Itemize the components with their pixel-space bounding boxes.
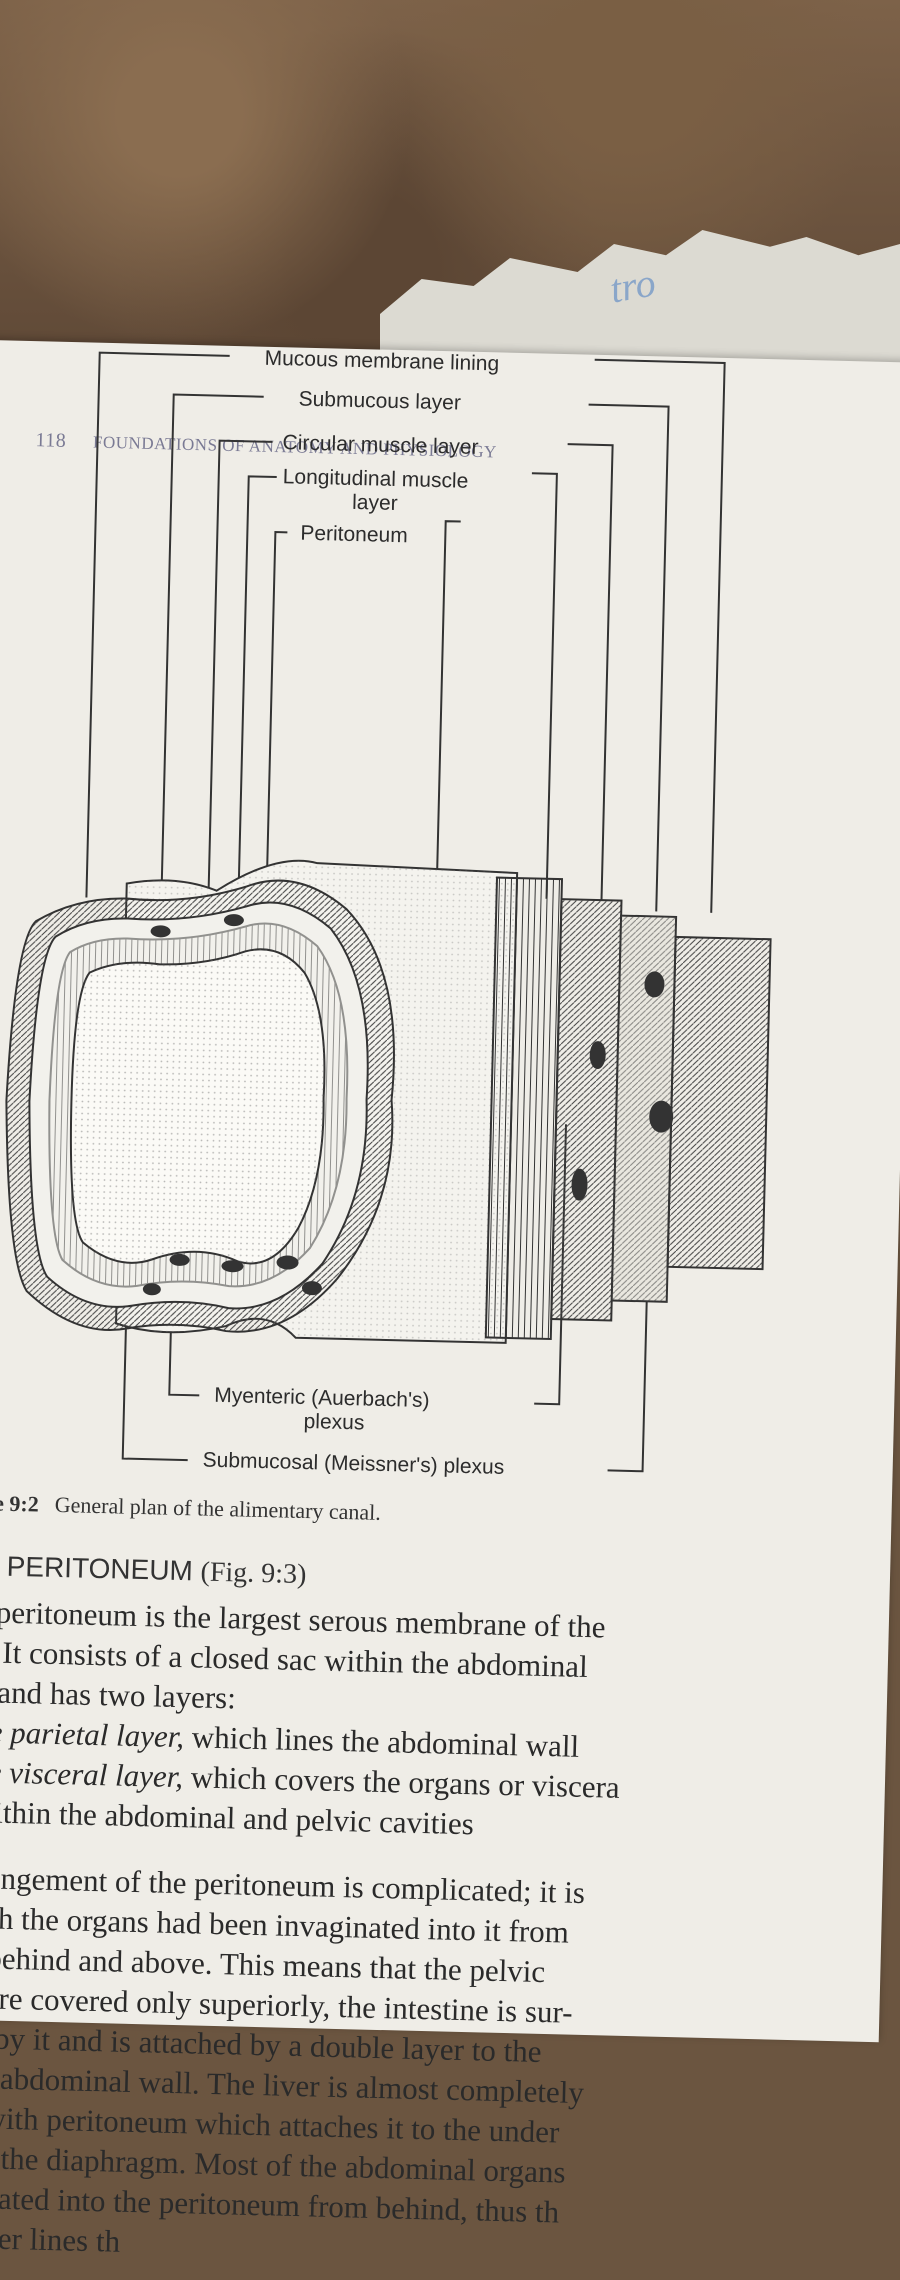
- caption-number: gure 9:2: [0, 1489, 40, 1517]
- circular-muscle-exposed: [484, 876, 564, 1341]
- label-longitudinal-muscle: Longitudinal muscle: [282, 465, 469, 493]
- label-myenteric-plexus-cont: plexus: [303, 1409, 365, 1435]
- heading-text: HE PERITONEUM: [0, 1550, 194, 1587]
- torn-fragment-text: tro: [606, 259, 659, 312]
- list-desc: which lines the abdominal wall: [183, 1719, 580, 1764]
- book-page: 118 FOUNDATIONS OF ANATOMY AND PHYSIOLOG…: [0, 340, 900, 2259]
- label-circular-muscle: Circular muscle layer: [282, 431, 479, 459]
- body-text: ne peritoneum is the largest serous memb…: [0, 1592, 839, 2279]
- leader-lines-top: [85, 351, 726, 913]
- plexus-dots-exposed: [571, 971, 674, 1201]
- canal-diagram: [5, 351, 772, 1473]
- mucosa-exposed: [666, 935, 772, 1271]
- label-peritoneum: Peritoneum: [300, 521, 409, 548]
- list-term: The visceral layer,: [0, 1754, 184, 1795]
- longitudinal-muscle-exposed: [550, 898, 623, 1322]
- label-submucous-layer: Submucous layer: [298, 387, 462, 415]
- label-longitudinal-muscle-cont: layer: [351, 490, 398, 516]
- plexus-dots-cut: [142, 914, 322, 1296]
- heading-figure-ref: (Fig. 9:3): [200, 1556, 307, 1591]
- list-term: The parietal layer,: [0, 1713, 185, 1755]
- alimentary-canal-figure: Mucous membrane lining Submucous layer C…: [0, 340, 890, 1582]
